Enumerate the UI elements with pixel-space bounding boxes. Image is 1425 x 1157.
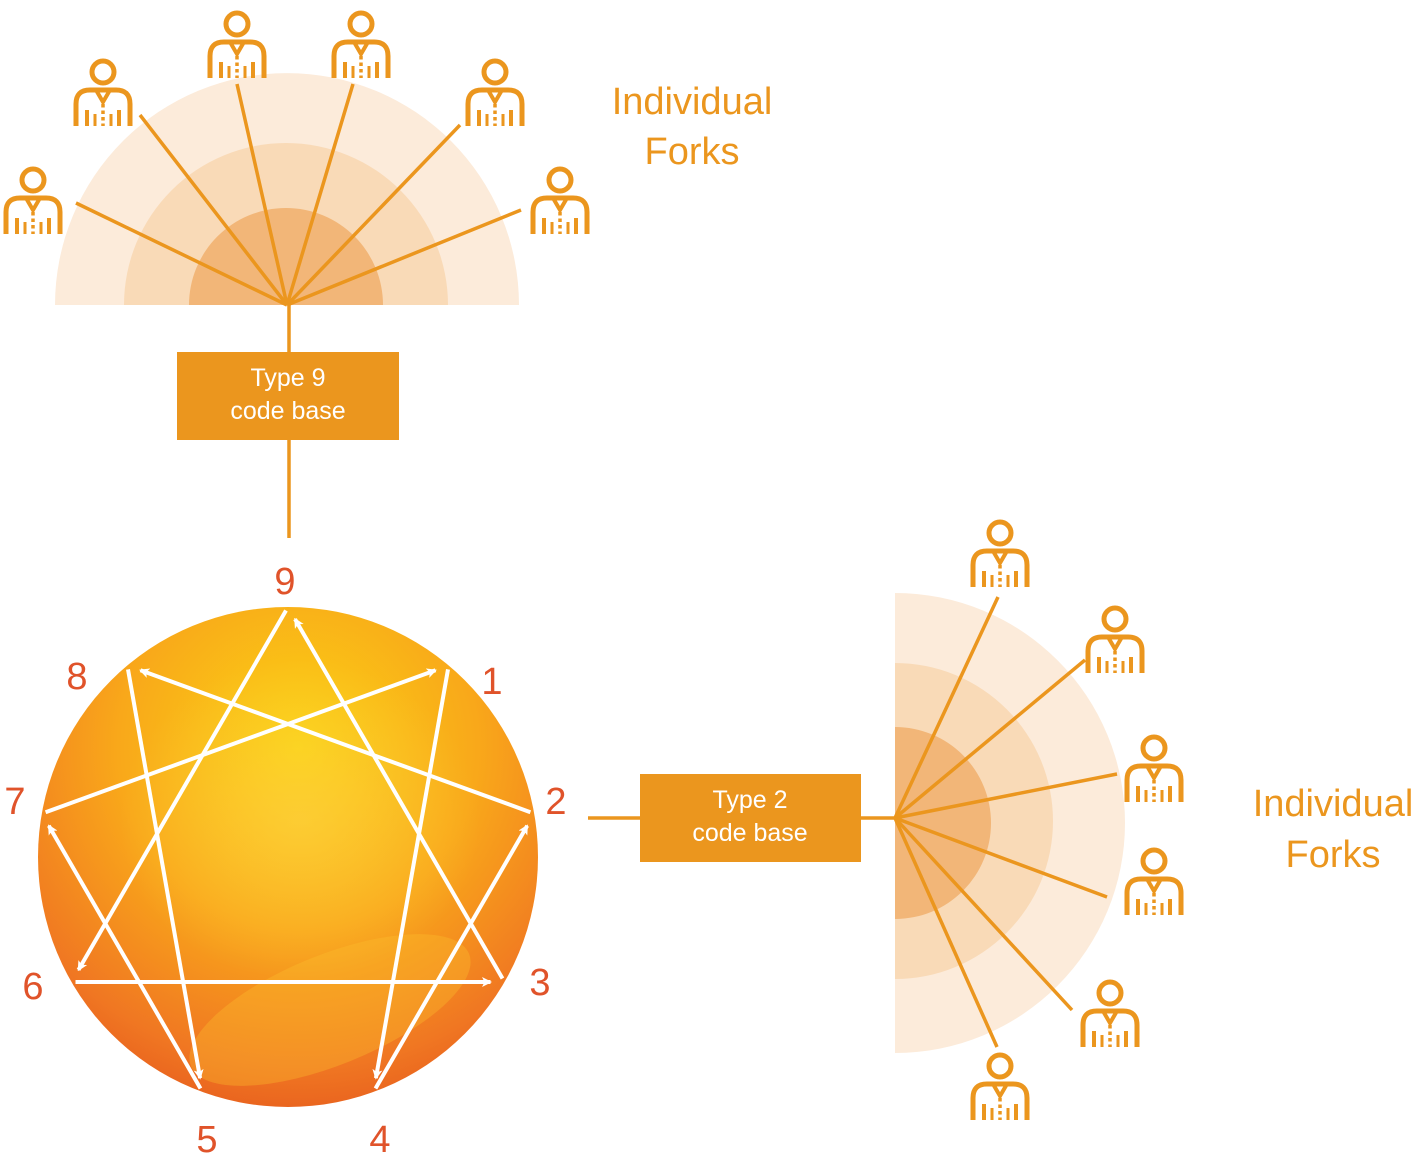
person-icon <box>973 522 1027 587</box>
person-icon <box>1088 608 1142 673</box>
type2-box-line1: Type 2 <box>712 786 787 814</box>
arrow-5-to-7 <box>47 824 203 1090</box>
enneagram-number-9: 9 <box>274 561 295 603</box>
sphere-highlight <box>189 934 471 1086</box>
type2-box-line2: code base <box>692 819 807 847</box>
top-forks-label-line1: Individual <box>612 81 773 123</box>
enneagram: 9 1 2 3 4 5 6 7 8 <box>4 561 566 1157</box>
person-icon <box>973 1055 1027 1120</box>
type9-box-line1: Type 9 <box>250 364 325 392</box>
right-fork-group: Type 2 code base Individual Forks <box>588 522 1413 1120</box>
enneagram-number-1: 1 <box>481 661 502 703</box>
enneagram-number-3: 3 <box>529 962 550 1004</box>
person-icon <box>334 13 388 78</box>
right-fork-lines <box>893 596 1118 1048</box>
top-forks-label-line2: Forks <box>645 131 740 173</box>
type2-code-base-box: Type 2 code base <box>640 774 861 862</box>
enneagram-number-5: 5 <box>196 1119 217 1157</box>
arrow-9-to-6 <box>76 609 288 972</box>
person-icon <box>6 169 60 234</box>
right-forks-label-line2: Forks <box>1286 834 1381 876</box>
right-forks-label-line1: Individual <box>1253 783 1414 825</box>
enneagram-number-6: 6 <box>22 966 43 1008</box>
person-icon <box>210 13 264 78</box>
enneagram-number-4: 4 <box>369 1119 390 1157</box>
arrow-1-to-4 <box>372 669 450 1080</box>
person-icon <box>76 61 130 126</box>
arrow-4-to-2 <box>373 824 529 1090</box>
arrow-7-to-1 <box>44 668 437 815</box>
person-icon <box>1127 737 1181 802</box>
person-icon <box>1127 850 1181 915</box>
enneagram-number-7: 7 <box>4 781 25 823</box>
person-icon <box>468 61 522 126</box>
enneagram-number-8: 8 <box>66 656 87 698</box>
arrow-3-to-9 <box>293 617 505 980</box>
person-icon <box>533 169 587 234</box>
enneagram-arrows <box>44 609 532 1090</box>
top-fan-background <box>55 73 519 305</box>
person-icon <box>1083 982 1137 1047</box>
enneagram-number-2: 2 <box>545 781 566 823</box>
top-fork-group: Type 9 code base Individual Forks <box>6 13 772 538</box>
arrow-8-to-5 <box>126 669 204 1080</box>
arrow-2-to-8 <box>139 668 532 815</box>
type9-code-base-box: Type 9 code base <box>177 352 399 440</box>
type9-box-line2: code base <box>230 397 345 425</box>
top-fork-lines <box>75 83 522 307</box>
